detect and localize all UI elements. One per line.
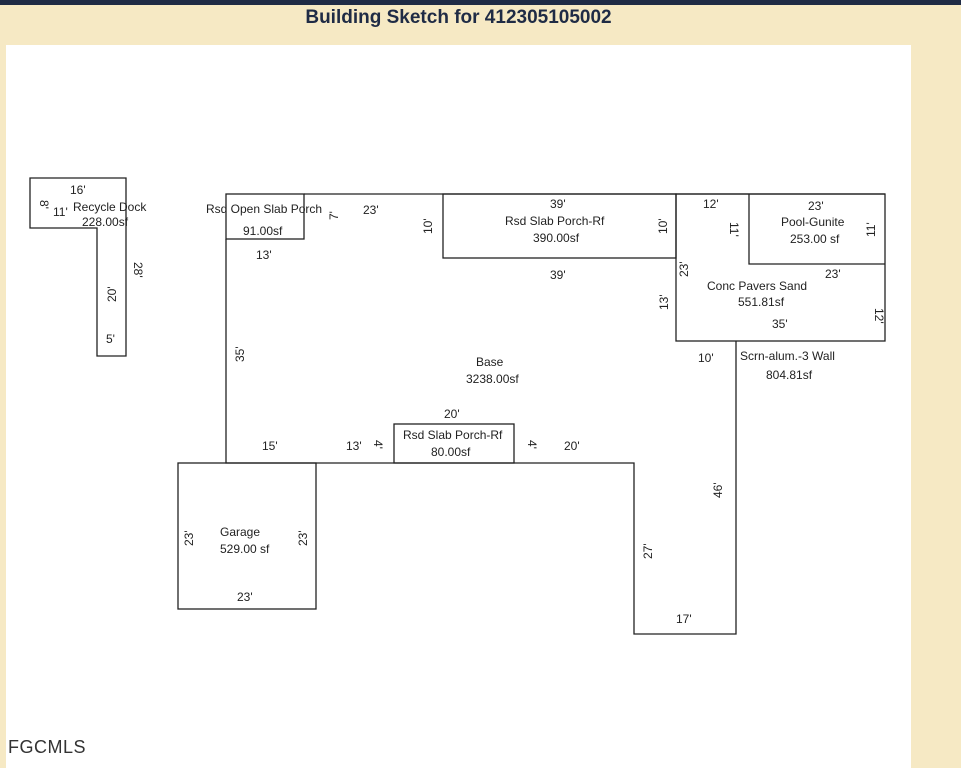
dim-label: 11': [864, 222, 878, 237]
dim-label: 12': [703, 197, 719, 211]
area-label: Garage: [220, 525, 260, 539]
area-label: Recycle Dock: [73, 200, 147, 214]
dim-label: 12': [872, 308, 886, 324]
garage-outline: [177, 462, 317, 610]
area-label: Base: [476, 355, 504, 369]
watermark: FGCMLS: [8, 737, 87, 757]
pool-outline: [748, 194, 885, 265]
dim-label: 39': [550, 268, 566, 282]
dim-label: 28': [131, 262, 145, 278]
area-value: 529.00 sf: [220, 542, 270, 556]
dim-label: 5': [106, 332, 115, 346]
dim-label: 23': [677, 261, 691, 277]
area-label: Rsd Slab Porch-Rf: [403, 428, 503, 442]
dim-label: 20': [564, 439, 580, 453]
dim-label: 23': [808, 199, 824, 213]
dim-label: 35': [233, 346, 247, 362]
area-value: 804.81sf: [766, 368, 813, 382]
area-value: 80.00sf: [431, 445, 471, 459]
area-label: Pool-Gunite: [781, 215, 845, 229]
area-label: Conc Pavers Sand: [707, 279, 807, 293]
area-label: Rsd Open Slab Porch: [206, 202, 322, 216]
area-value: 551.81sf: [738, 295, 785, 309]
dim-label: 10': [698, 351, 714, 365]
page-title: Building Sketch for 412305105002: [305, 7, 612, 28]
dim-label: 13': [256, 248, 272, 262]
dim-label: 4': [371, 440, 385, 449]
dim-label: 11': [53, 205, 68, 219]
area-value: 3238.00sf: [466, 372, 519, 386]
dim-label: 46': [711, 482, 725, 498]
sketch-panel: [6, 45, 911, 768]
dim-label: 17': [676, 612, 692, 626]
area-label: Scrn-alum.-3 Wall: [740, 349, 835, 363]
dim-label: 7': [327, 211, 341, 220]
dim-label: 27': [641, 543, 655, 559]
dim-label: 20': [444, 407, 460, 421]
dim-label: 8': [37, 200, 51, 209]
area-value: 228.00sf: [82, 215, 129, 229]
dim-label: 35': [772, 317, 788, 331]
dim-label: 23': [825, 267, 841, 281]
dim-label: 10': [656, 218, 670, 234]
slab-porch-small-outline: [393, 423, 515, 464]
area-value: 91.00sf: [243, 224, 283, 238]
dim-label: 10': [421, 218, 435, 234]
area-value: 390.00sf: [533, 231, 580, 245]
dim-label: 39': [550, 197, 566, 211]
area-label: Rsd Slab Porch-Rf: [505, 214, 605, 228]
dim-label: 16': [70, 183, 86, 197]
dim-label: 23': [237, 590, 253, 604]
dim-label: 13': [346, 439, 362, 453]
dim-label: 23': [182, 530, 196, 546]
base-outline: [225, 239, 737, 635]
dim-label: 13': [657, 294, 671, 310]
dim-label: 23': [296, 530, 310, 546]
dim-label: 15': [262, 439, 278, 453]
dim-label: 11': [727, 222, 741, 237]
top-bar: [0, 0, 961, 5]
dim-label: 23': [363, 203, 379, 217]
recycle-dock-outline: [29, 177, 127, 357]
pavers-outline: [675, 193, 886, 342]
open-slab-porch-outline: [225, 193, 305, 240]
area-value: 253.00 sf: [790, 232, 840, 246]
dim-label: 20': [105, 286, 119, 302]
dim-label: 4': [525, 440, 539, 449]
